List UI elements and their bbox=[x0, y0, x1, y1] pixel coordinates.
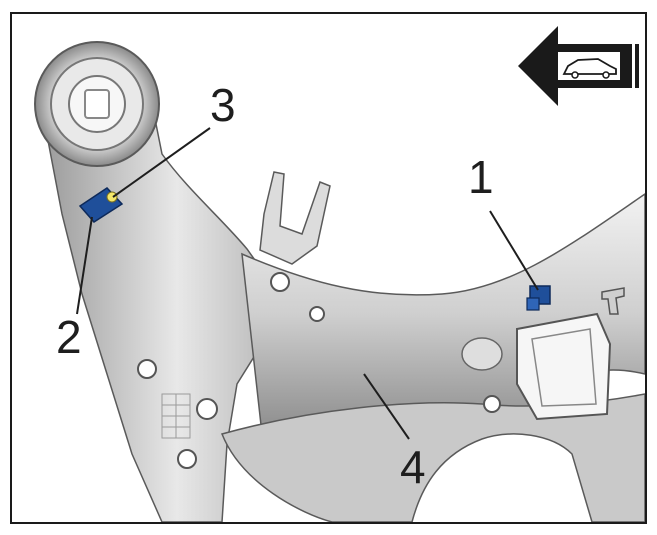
callout-3: 3 bbox=[210, 79, 236, 131]
sensor-2-3 bbox=[78, 187, 124, 223]
mount-hole bbox=[196, 398, 218, 420]
oval-recess bbox=[461, 337, 503, 371]
sensor-1 bbox=[526, 285, 551, 311]
leader-line-4 bbox=[363, 373, 410, 440]
bushing-slot bbox=[84, 89, 110, 119]
subframe-illustration bbox=[34, 26, 645, 522]
arm-rib-grid bbox=[161, 393, 191, 439]
arrow-left-car-icon bbox=[518, 26, 639, 106]
lower-arch bbox=[220, 393, 645, 522]
mount-hole bbox=[137, 359, 157, 379]
leader-line-3 bbox=[112, 127, 211, 198]
callout-1: 1 bbox=[468, 151, 494, 203]
mount-hole bbox=[309, 306, 325, 322]
callout-4: 4 bbox=[400, 441, 426, 493]
leader-line-1 bbox=[489, 210, 539, 291]
upright-bracket bbox=[259, 171, 331, 265]
mount-hole bbox=[270, 272, 290, 292]
mount-hole bbox=[177, 449, 197, 469]
t-bracket bbox=[601, 287, 625, 315]
mount-hole bbox=[483, 395, 501, 413]
callout-2: 2 bbox=[56, 311, 82, 363]
diagram-frame: 1 2 3 4 bbox=[10, 12, 647, 524]
leader-line-2 bbox=[76, 216, 93, 315]
